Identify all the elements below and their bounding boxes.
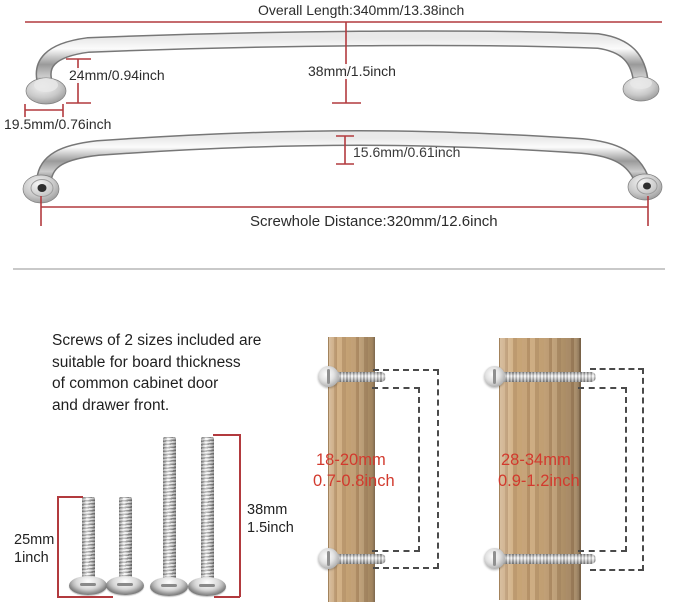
thin-board-thickness-mm: 18-20mm	[316, 451, 386, 469]
short-screw-bracket-tick	[57, 596, 113, 598]
screw-head	[150, 577, 188, 596]
thick-board-thickness-mm: 28-34mm	[501, 451, 571, 469]
screwhole-distance-label: Screwhole Distance:320mm/12.6inch	[248, 213, 500, 231]
short-screw-bracket-tick	[57, 496, 83, 498]
handle-side-view	[25, 30, 660, 105]
description-line: of common cabinet door	[52, 375, 219, 392]
mounting-screw-head	[318, 548, 339, 569]
long-screw-mm: 38mm	[247, 502, 288, 518]
screw-shaft	[119, 497, 132, 582]
short-screw-length-label: 25mm 1inch	[14, 531, 54, 567]
long-screw-bracket-tick	[213, 434, 240, 436]
screw-shaft	[163, 437, 176, 582]
thick-board-thickness-inch: 0.9-1.2inch	[498, 472, 580, 490]
screw-hole-right	[643, 182, 651, 190]
handle-outline-inner-thin	[372, 387, 420, 552]
section-divider	[13, 268, 665, 270]
description-line: Screws of 2 sizes included are	[52, 332, 262, 349]
screw-slot	[327, 369, 330, 384]
screw-head	[69, 576, 107, 595]
long-screw-length-label: 38mm 1.5inch	[247, 501, 294, 537]
mounting-screw-head	[318, 366, 339, 387]
screw-slot	[493, 369, 496, 384]
handle-outline-outer-thin	[373, 369, 439, 569]
overall-length-label: Overall Length:340mm/13.38inch	[256, 2, 467, 19]
mounting-screw-shaft	[336, 372, 386, 382]
short-screw-inch: 1inch	[14, 550, 49, 566]
description-line: suitable for board thickness	[52, 353, 241, 371]
mounting-screw-shaft	[502, 372, 596, 382]
dimension-lines	[24, 21, 662, 226]
screw-slot	[161, 584, 177, 587]
thin-board-thickness-inch: 0.7-0.8inch	[313, 472, 395, 490]
screw-hole-left	[37, 184, 47, 192]
handles-illustration	[22, 21, 663, 226]
short-screw-bracket	[57, 496, 59, 597]
screw-shaft	[82, 497, 95, 582]
screw-head	[188, 577, 226, 596]
mounting-screw-head	[484, 548, 505, 569]
description-line: and drawer front.	[52, 396, 170, 414]
handle-outline-inner-thick	[578, 387, 627, 552]
short-screw-mm: 25mm	[14, 532, 55, 548]
screw-slot	[117, 583, 133, 586]
screw-slot	[327, 551, 330, 566]
base-width-label: 19.5mm/0.76inch	[2, 116, 114, 133]
screw-shaft	[201, 437, 214, 582]
end-height-label: 24mm/0.94inch	[67, 67, 167, 84]
handle-back-view	[22, 130, 663, 204]
screws-description: Screws of 2 sizes included are suitable …	[52, 330, 261, 416]
screw-slot	[493, 551, 496, 566]
screw-slot	[80, 583, 96, 586]
screw-slot	[199, 584, 215, 587]
handle-outline-outer-thick	[590, 368, 644, 571]
long-screw-bracket	[239, 434, 241, 597]
projection-label: 38mm/1.5inch	[306, 63, 398, 80]
bar-diameter-label: 15.6mm/0.61inch	[353, 144, 461, 160]
mounting-screw-head	[484, 366, 505, 387]
mounting-screw-shaft	[336, 554, 386, 564]
screw-head	[106, 576, 144, 595]
long-screw-bracket-tick	[214, 596, 240, 598]
mounting-screw-shaft	[502, 554, 596, 564]
long-screw-inch: 1.5inch	[247, 520, 294, 536]
